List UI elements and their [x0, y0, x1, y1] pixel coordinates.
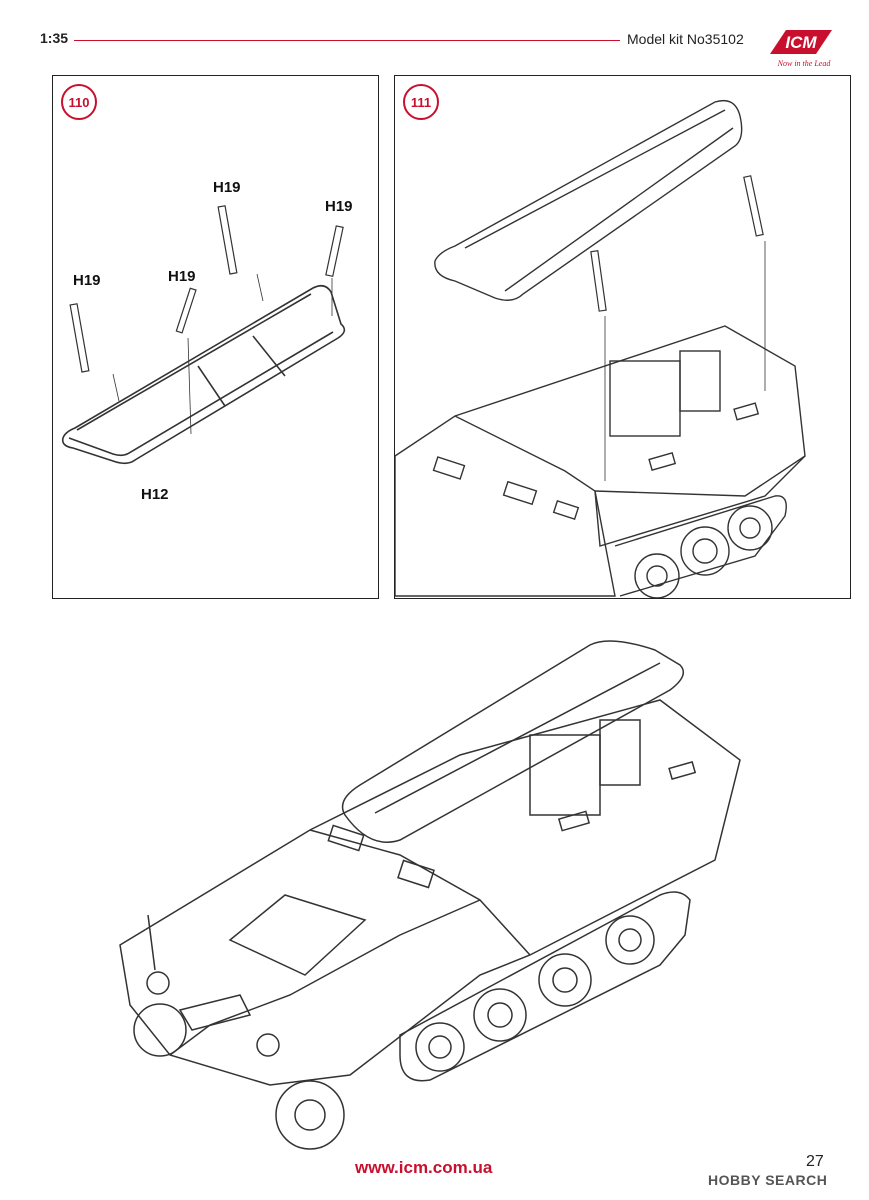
logo-tagline: Now in the Lead: [777, 59, 832, 68]
completed-vehicle-drawing: [100, 615, 780, 1155]
logo-text: ICM: [785, 33, 817, 52]
step-111-panel: 111: [394, 75, 851, 599]
header-rule: [74, 40, 620, 41]
website-link[interactable]: www.icm.com.ua: [355, 1158, 493, 1177]
icm-logo: ICM Now in the Lead: [766, 24, 836, 70]
halftrack-rear-drawing: [395, 99, 806, 598]
scale-label: 1:35: [40, 30, 69, 46]
step-110-panel: 110 H19 H19 H19 H19 H12: [52, 75, 379, 599]
step-number-111: 111: [403, 84, 439, 120]
canopy-frame-drawing: [61, 205, 346, 465]
part-label-h19-d: H19: [73, 272, 101, 289]
watermark: HOBBY SEARCH: [708, 1172, 828, 1188]
part-label-h19-a: H19: [213, 179, 241, 196]
kit-number: Model kit No35102: [627, 31, 744, 47]
part-label-h19-b: H19: [325, 198, 353, 215]
step-number-110: 110: [61, 84, 97, 120]
part-label-h12: H12: [141, 486, 169, 503]
page-number: 27: [806, 1153, 824, 1170]
part-label-h19-c: H19: [168, 268, 196, 285]
